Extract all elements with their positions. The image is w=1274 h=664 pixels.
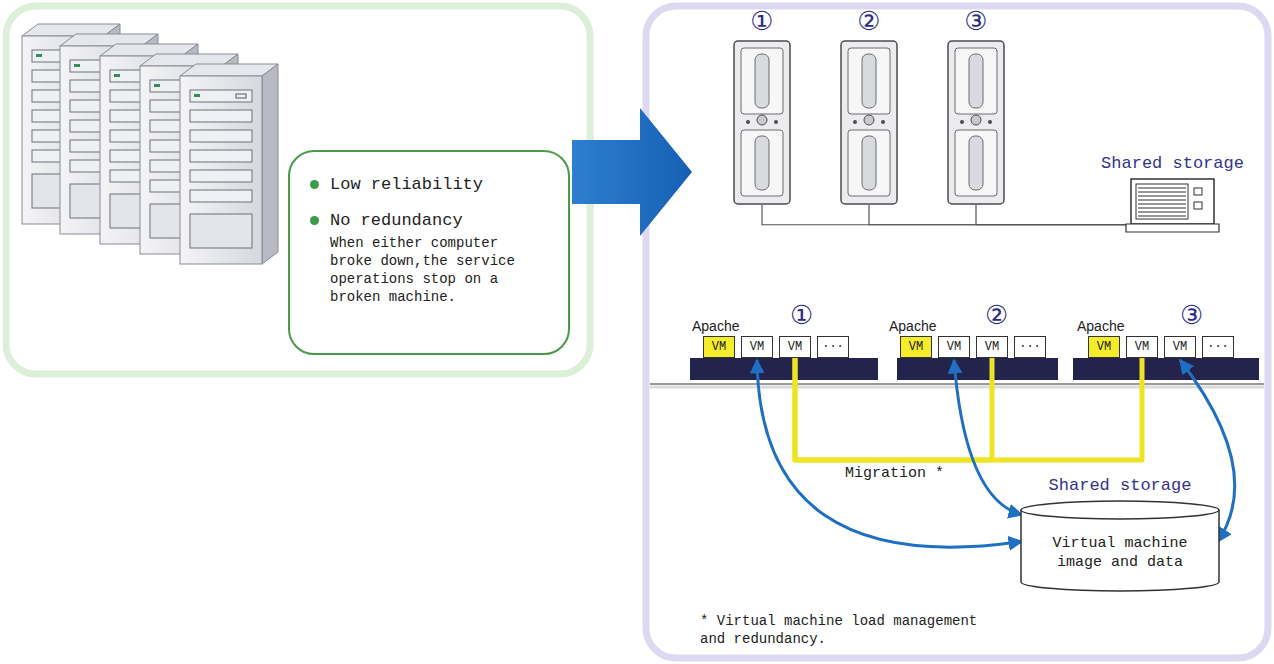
- vm-label: VM: [909, 340, 923, 354]
- blade-server-shape: [947, 40, 1005, 205]
- vm-box: VM: [938, 336, 970, 358]
- cable-line: [976, 205, 1130, 225]
- callout-number: ③: [964, 6, 987, 36]
- vm-label: VM: [1135, 340, 1149, 354]
- storage-label: Shared storage: [1049, 476, 1192, 496]
- migration-line: [795, 358, 992, 460]
- vm-box: ···: [817, 336, 849, 358]
- vm-box: ···: [1014, 336, 1046, 358]
- vm-label: VM: [750, 340, 764, 354]
- vm-box: VM: [1088, 336, 1120, 358]
- blade-server-shape: [733, 40, 791, 205]
- footnote: * Virtual machine load management and re…: [700, 612, 1000, 648]
- vm-box: VM: [1126, 336, 1158, 358]
- vm-label: ···: [822, 340, 844, 354]
- blade-server: ①: [733, 40, 791, 205]
- edge-label: Migration *: [842, 465, 947, 483]
- vm-box: ···: [1202, 336, 1234, 358]
- vm-label: ···: [1207, 340, 1229, 354]
- callout-number: ①: [790, 300, 813, 330]
- cable-line: [762, 205, 1130, 225]
- vm-label: ···: [1019, 340, 1041, 354]
- bullet-text: No redundancy: [308, 210, 554, 232]
- vm-box: VM: [703, 336, 735, 358]
- vm-box: VM: [976, 336, 1008, 358]
- vm-box: VM: [779, 336, 811, 358]
- vm-box: VM: [900, 336, 932, 358]
- vm-label: VM: [947, 340, 961, 354]
- vm-box: VM: [1164, 336, 1196, 358]
- callout-box: Low reliability No redundancyWhen either …: [288, 150, 570, 355]
- note-text: When either computer broke down,the serv…: [308, 234, 535, 306]
- vm-box: VM: [741, 336, 773, 358]
- blade-server: ②: [840, 40, 898, 205]
- blade-server-shape: [840, 40, 898, 205]
- vm-label: VM: [985, 340, 999, 354]
- server-name: Apache: [1077, 318, 1124, 334]
- server-name: Apache: [692, 318, 739, 334]
- callout-number: ②: [985, 300, 1008, 330]
- callout-number: ①: [750, 6, 773, 36]
- storage-label: Shared storage: [1101, 154, 1244, 174]
- access-arrow: [757, 360, 1022, 547]
- access-arrow: [954, 360, 1022, 515]
- storage-device-shape: [1130, 178, 1215, 233]
- storage-device: Shared storage: [1130, 178, 1215, 233]
- cable-line: [869, 205, 1130, 225]
- server-name: Apache: [889, 318, 936, 334]
- vm-label: VM: [712, 340, 726, 354]
- vm-label: VM: [1097, 340, 1111, 354]
- callout-number: ②: [857, 6, 880, 36]
- storage-text: Virtual machine image and data: [1020, 534, 1220, 572]
- blade-server: ③: [947, 40, 1005, 205]
- bullet-text: Low reliability: [308, 174, 554, 196]
- storage-cylinder: Shared storageVirtual machine image and …: [1020, 500, 1220, 592]
- callout-number: ③: [1180, 300, 1203, 330]
- vm-label: VM: [1173, 340, 1187, 354]
- vm-label: VM: [788, 340, 802, 354]
